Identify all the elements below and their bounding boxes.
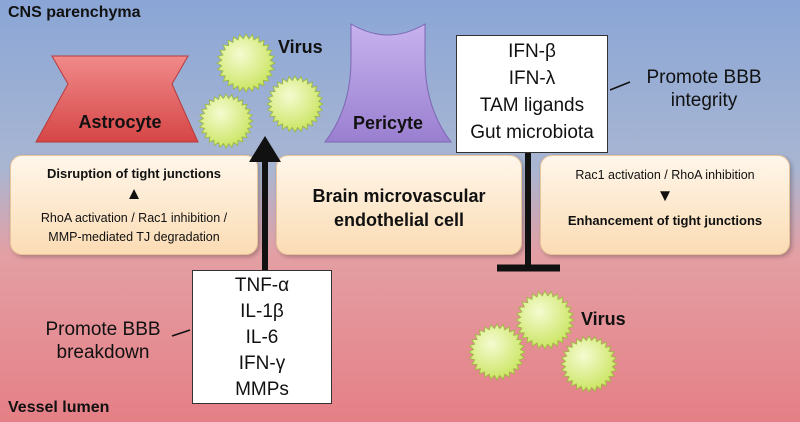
inflammatory-factor: IL-1β	[240, 301, 284, 322]
protective-factor: TAM ligands	[479, 95, 585, 116]
vessel-lumen-label: Vessel lumen	[8, 399, 110, 416]
virus-body	[515, 290, 575, 350]
protective-factor: IFN-β	[508, 41, 556, 62]
tj-disruption-title: Disruption of tight junctions	[46, 166, 222, 181]
protective-factor: Gut microbiota	[470, 122, 594, 143]
promote-integrity-label: Promote BBB integrity	[634, 66, 774, 112]
virus-icon	[198, 93, 254, 149]
virus-icon	[266, 75, 324, 133]
protective-factors-box: IFN-β IFN-λ TAM ligands Gut microbiota	[456, 35, 608, 153]
endothelial-cell-box: Brain microvascular endothelial cell	[276, 155, 522, 255]
tj-enhancement-box: Rac1 activation / RhoA inhibition ▼ Enha…	[540, 155, 790, 255]
tj-disruption-box: Disruption of tight junctions ▲ RhoA act…	[10, 155, 258, 255]
tj-enhancement-title: Enhancement of tight junctions	[567, 213, 763, 228]
promote-breakdown-line-2: breakdown	[56, 342, 150, 363]
virus-body	[468, 323, 526, 381]
virus-icon	[560, 335, 618, 393]
integrity-connector	[609, 81, 631, 91]
virus-label-top: Virus	[278, 37, 323, 57]
inflammatory-factor: MMPs	[235, 379, 289, 400]
promote-breakdown-label: Promote BBB breakdown	[28, 318, 178, 364]
tj-disruption-line-1: RhoA activation / Rac1 inhibition /	[40, 211, 228, 225]
pericyte-shape	[323, 23, 453, 143]
tj-disruption-line-2: MMP-mediated TJ degradation	[48, 230, 220, 244]
down-triangle-icon: ▼	[656, 186, 674, 205]
up-triangle-icon: ▲	[125, 184, 143, 203]
inflammatory-factor: IFN-γ	[238, 353, 286, 374]
pericyte-label: Pericyte	[352, 113, 424, 133]
inflammatory-factor: IL-6	[245, 327, 279, 348]
promote-integrity-line-2: integrity	[670, 90, 738, 111]
astrocyte-shape	[35, 55, 199, 143]
cns-parenchyma-label: CNS parenchyma	[8, 4, 141, 21]
breakdown-connector	[171, 329, 191, 337]
astrocyte-label: Astrocyte	[78, 112, 162, 132]
virus-body	[216, 33, 276, 93]
virus-icon	[515, 290, 575, 350]
inflammatory-factor: TNF-α	[234, 275, 290, 296]
virus-body	[198, 93, 254, 149]
virus-icon	[468, 323, 526, 381]
virus-label-bottom: Virus	[581, 309, 626, 329]
promote-integrity-line-1: Promote BBB	[646, 67, 762, 88]
inflammatory-factors-box: TNF-α IL-1β IL-6 IFN-γ MMPs	[192, 270, 332, 404]
endothelial-label-line-2: endothelial cell	[333, 210, 465, 230]
protective-factor: IFN-λ	[508, 68, 556, 89]
endothelial-label-line-1: Brain microvascular	[312, 186, 486, 206]
tj-enhancement-line: Rac1 activation / RhoA inhibition	[575, 168, 755, 182]
virus-body	[560, 335, 618, 393]
virus-icon	[216, 33, 276, 93]
breakdown-arrow-head	[249, 136, 281, 162]
virus-body	[266, 75, 324, 133]
promote-breakdown-line-1: Promote BBB	[45, 319, 161, 340]
